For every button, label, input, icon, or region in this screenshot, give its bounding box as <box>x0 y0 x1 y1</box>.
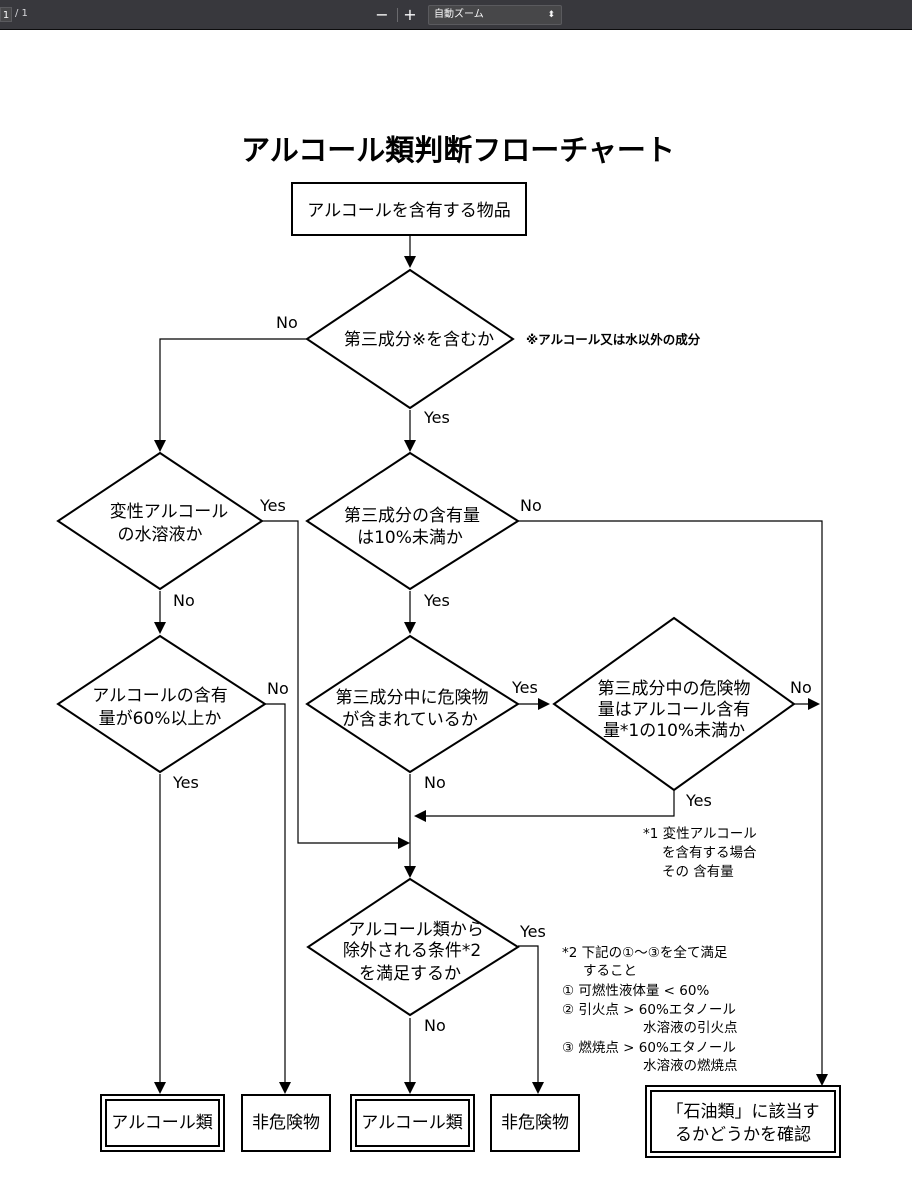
end-box-alcohol-2-label: アルコール類 <box>361 1113 463 1133</box>
edge-label-d3c-yes: Yes <box>685 791 712 810</box>
arrowheads <box>154 256 828 1094</box>
decision-d3a-label-line1: アルコールの含有 <box>92 686 228 706</box>
arrow-down-icon <box>154 440 166 452</box>
arrow-right-icon <box>398 837 410 849</box>
decision-d4-label-line2: 除外される条件*2 <box>343 941 481 961</box>
decision-d2a: 変性アルコール の水溶液か <box>56 451 264 591</box>
decision-d1: 第三成分※を含むか <box>305 268 515 410</box>
edge-label-d4-no: No <box>424 1016 446 1035</box>
edge-label-d3a-yes: Yes <box>172 773 199 792</box>
start-box: アルコールを含有する物品 <box>291 182 527 236</box>
flowchart-title: アルコール類判断フローチャート <box>241 133 675 167</box>
decision-d3a: アルコールの含有 量が60%以上か <box>56 634 267 774</box>
end-box-nonhazardous-1-label: 非危険物 <box>252 1113 320 1133</box>
footnote-2-line1: *2 下記の①～③を全て満足 <box>562 944 728 961</box>
footnote-1: *1 変性アルコール を含有する場合 その 含有量 <box>643 825 757 880</box>
decision-d3c-label-line2: 量はアルコール含有 <box>598 700 751 720</box>
arrow-left-icon <box>414 810 426 822</box>
footnote-2: *2 下記の①～③を全て満足 すること ① 可燃性液体量 < 60% ② 引火点… <box>562 944 738 1074</box>
decision-d3b-label-line2: が含まれているか <box>342 710 478 730</box>
decision-d4-label-line1: アルコール類から <box>348 920 484 940</box>
select-arrows-icon: ⬍ <box>547 10 555 20</box>
edge-label-d3b-yes: Yes <box>511 678 538 697</box>
arrow-down-icon <box>404 1082 416 1094</box>
edge-label-d2b-no: No <box>520 496 542 515</box>
footnote-1-line2: を含有する場合 <box>662 845 757 861</box>
zoom-out-button[interactable]: − <box>375 5 389 24</box>
edge-labels: No Yes Yes No No Yes No Yes Yes No No Ye… <box>172 313 812 1035</box>
arrow-right-icon <box>808 698 820 710</box>
decision-d3b: 第三成分中に危険物 が含まれているか <box>305 634 520 774</box>
footnote-1-line3: その 含有量 <box>662 864 734 880</box>
arrow-down-icon <box>154 1082 166 1094</box>
decision-d2b-label-line2: は10%未満か <box>357 528 463 548</box>
arrow-down-icon <box>404 622 416 634</box>
end-box-alcohol-1-label: アルコール類 <box>111 1113 213 1133</box>
edge-d3a-no <box>265 703 286 1088</box>
edge-d2a-yes <box>262 520 404 844</box>
decision-d4-label-line3: を満足するか <box>359 964 461 984</box>
d1-footnote: ※アルコール又は水以外の成分 <box>526 332 701 347</box>
edge-d3c-yes <box>424 788 675 817</box>
zoom-select[interactable]: 自動ズーム ⬍ <box>428 5 562 25</box>
end-box-petroleum-check-line1: 「石油類」に該当す <box>667 1102 820 1122</box>
end-box-alcohol-1: アルコール類 <box>100 1094 225 1152</box>
page-count: / 1 <box>15 8 28 19</box>
arrow-down-icon <box>279 1082 291 1094</box>
footnote-1-line1: *1 変性アルコール <box>643 825 757 842</box>
edge-label-d2a-no: No <box>173 591 195 610</box>
start-box-label: アルコールを含有する物品 <box>307 201 511 221</box>
page-number-input[interactable]: 1 <box>0 7 12 22</box>
flowchart-canvas: アルコール類判断フローチャート <box>56 133 841 1158</box>
footnote-2-line4: ② 引火点 > 60%エタノール <box>562 1002 736 1018</box>
edge-label-d4-yes: Yes <box>519 922 546 941</box>
footnote-2-line3: ① 可燃性液体量 < 60% <box>562 982 709 999</box>
pdf-toolbar: 1 / 1 − + 自動ズーム ⬍ <box>0 0 912 30</box>
decision-d2a-label-line1: 変性アルコール <box>110 502 229 522</box>
edge-label-d3c-no: No <box>790 678 812 697</box>
connector-lines <box>159 236 823 1088</box>
decision-d3b-label-line1: 第三成分中に危険物 <box>336 688 489 708</box>
zoom-select-value: 自動ズーム <box>434 9 484 20</box>
decision-d3c-label-line1: 第三成分中の危険物 <box>598 679 751 699</box>
edge-label-d1-no: No <box>276 313 298 332</box>
edge-d2b-no <box>518 520 823 1080</box>
end-box-nonhazardous-1: 非危険物 <box>241 1094 331 1152</box>
end-box-nonhazardous-2: 非危険物 <box>490 1094 580 1152</box>
arrow-down-icon <box>404 866 416 878</box>
footnote-2-line6: ③ 燃焼点 > 60%エタノール <box>562 1039 736 1056</box>
edge-d4-yes <box>518 945 539 1088</box>
end-box-petroleum-check: 「石油類」に該当す るかどうかを確認 <box>645 1085 841 1158</box>
decision-d2b-label-line1: 第三成分の含有量 <box>344 506 480 526</box>
footnote-2-line2: すること <box>583 963 637 979</box>
decision-d4: アルコール類から 除外される条件*2 を満足するか <box>306 877 520 1017</box>
decision-d2a-label-line2: の水溶液か <box>118 525 203 545</box>
decision-d3a-label-line2: 量が60%以上か <box>99 709 222 729</box>
edge-label-d2a-yes: Yes <box>259 496 286 515</box>
zoom-in-button[interactable]: + <box>403 5 417 24</box>
end-box-nonhazardous-2-label: 非危険物 <box>501 1113 569 1133</box>
arrow-down-icon <box>816 1074 828 1086</box>
decision-d2b: 第三成分の含有量 は10%未満か <box>305 451 520 591</box>
decision-d3c: 第三成分中の危険物 量はアルコール含有 量*1の10%未満か <box>552 616 796 792</box>
edge-label-d3b-no: No <box>424 773 446 792</box>
arrow-right-icon <box>538 698 550 710</box>
footnote-2-line7: 水溶液の燃焼点 <box>643 1057 738 1074</box>
arrow-down-icon <box>404 440 416 452</box>
arrow-down-icon <box>154 622 166 634</box>
edge-d1-no <box>159 338 307 446</box>
zoom-separator <box>397 8 398 22</box>
end-box-alcohol-2: アルコール類 <box>350 1094 475 1152</box>
decision-d3c-label-line3: 量*1の10%未満か <box>603 721 745 741</box>
footnote-2-line5: 水溶液の引火点 <box>643 1020 738 1036</box>
end-box-petroleum-check-line2: るかどうかを確認 <box>675 1125 811 1145</box>
edge-label-d1-yes: Yes <box>423 408 450 427</box>
edge-label-d2b-yes: Yes <box>423 591 450 610</box>
decision-d1-label: 第三成分※を含むか <box>344 330 494 350</box>
arrow-down-icon <box>532 1082 544 1094</box>
edge-label-d3a-no: No <box>267 679 289 698</box>
arrow-down-icon <box>404 256 416 268</box>
